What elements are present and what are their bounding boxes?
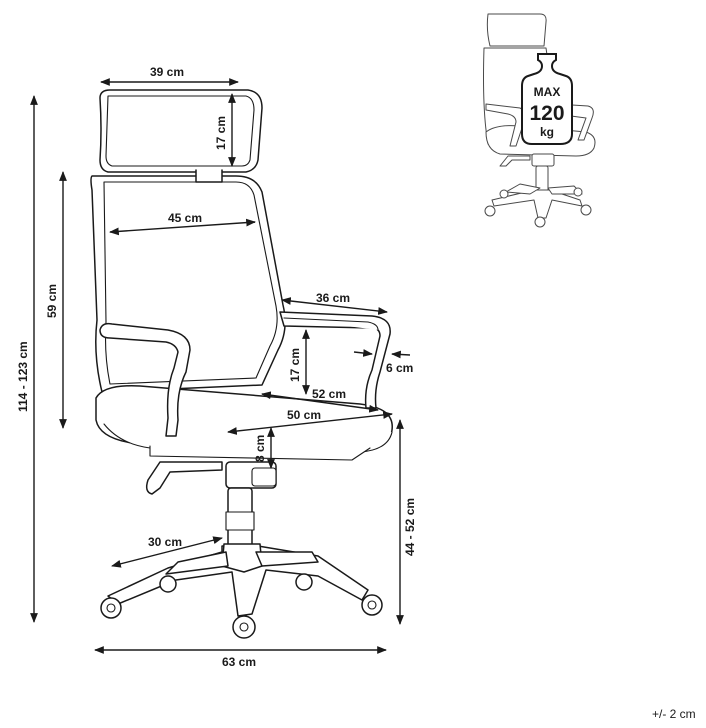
- armrest-left: [99, 322, 191, 437]
- height-lever: [145, 461, 223, 495]
- label-armrest-height: 17 cm: [288, 348, 302, 382]
- max-load-unit: kg: [540, 125, 554, 139]
- thumb-caster-1: [484, 205, 496, 217]
- label-seat-height: 44 - 52 cm: [403, 498, 417, 556]
- thumb-mechanism: [531, 153, 555, 167]
- seat-underside: [149, 445, 371, 461]
- label-seat-width: 50 cm: [287, 408, 321, 422]
- dim-line-armrest-width-left: [353, 349, 373, 357]
- armrest-right-pad: [283, 317, 379, 331]
- thumb-caster-4: [499, 189, 509, 199]
- label-seat-thickness: 8 cm: [253, 435, 267, 462]
- label-total-height: 114 - 123 cm: [16, 341, 30, 412]
- label-headrest-height: 17 cm: [214, 116, 228, 150]
- max-load-value: 120: [529, 102, 564, 125]
- label-armrest-depth: 36 cm: [316, 291, 350, 305]
- label-base-leg: 30 cm: [148, 535, 182, 549]
- label-seat-depth: 52 cm: [312, 387, 346, 401]
- base-hub: [221, 543, 263, 573]
- thumb-headrest: [486, 13, 547, 47]
- thumb-caster-3: [580, 204, 592, 216]
- base-rear-leg: [255, 551, 319, 567]
- mechanism-knob: [251, 467, 277, 487]
- thumb-caster-2: [534, 216, 546, 228]
- thumb-base: [491, 189, 583, 219]
- dim-line-seat-depth: [261, 391, 379, 413]
- label-headrest-width: 39 cm: [150, 65, 184, 79]
- dimension-lines: [30, 78, 411, 654]
- dim-line-armrest-width-right: [391, 350, 411, 359]
- thumb-lever: [499, 155, 531, 167]
- weight-icon: [521, 53, 573, 145]
- dimension-labels: 39 cm 17 cm 45 cm 59 cm 114 - 123 cm 36 …: [16, 65, 417, 669]
- label-backrest-width: 45 cm: [168, 211, 202, 225]
- label-backrest-height: 59 cm: [45, 284, 59, 318]
- cylinder-sleeve: [225, 511, 255, 531]
- label-armrest-width: 6 cm: [386, 361, 413, 375]
- headrest-inner: [105, 95, 255, 167]
- tolerance-note: +/- 2 cm: [652, 707, 696, 721]
- headrest-post: [195, 169, 223, 183]
- thumb-caster-5: [573, 187, 583, 197]
- dim-line-armrest-depth: [281, 297, 388, 315]
- max-load-thumbnail: MAX 120 kg: [483, 13, 596, 228]
- casters: [100, 573, 383, 639]
- label-base-width: 63 cm: [222, 655, 256, 669]
- dim-line-backrest-width: [109, 218, 256, 236]
- dim-line-seat-width: [227, 411, 393, 435]
- main-chair-illustration: [90, 89, 393, 639]
- dim-line-base-leg: [111, 536, 223, 568]
- max-load-label: MAX: [534, 85, 561, 99]
